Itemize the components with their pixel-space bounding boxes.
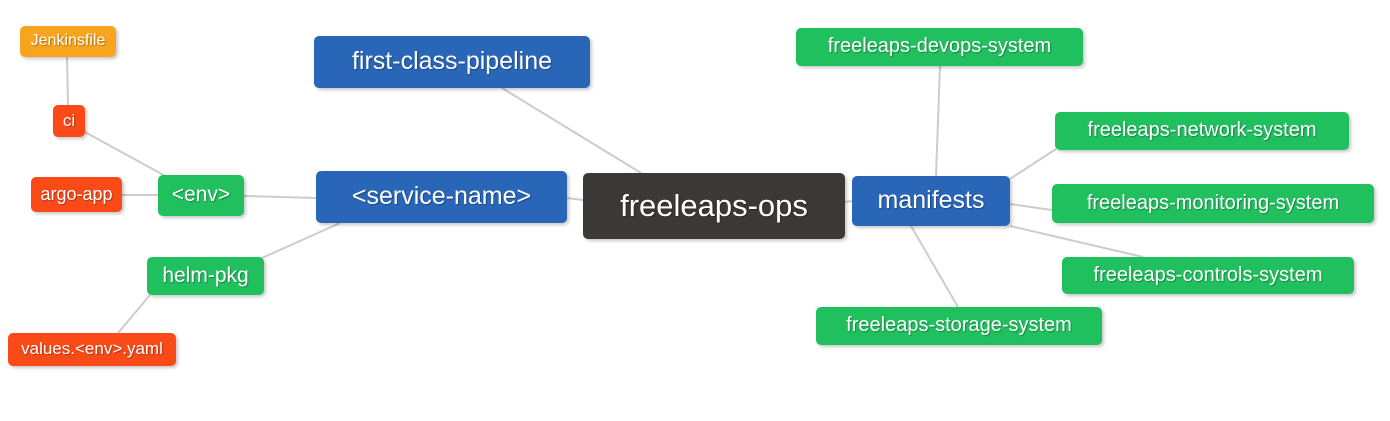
node-label: <env>	[171, 183, 231, 206]
node-label: <service-name>	[351, 181, 532, 210]
node-label: freeleaps-storage-system	[846, 314, 1072, 336]
node-label: ci	[62, 110, 76, 130]
node-freeleaps-controls-system[interactable]: freeleaps-controls-system	[1062, 257, 1354, 294]
node-jenkinsfile[interactable]: Jenkinsfile	[20, 26, 116, 57]
node-helm-pkg[interactable]: helm-pkg	[147, 257, 264, 295]
node-label: freeleaps-devops-system	[827, 35, 1052, 57]
node-label: freeleaps-network-system	[1087, 119, 1317, 141]
node-label: freeleaps-controls-system	[1093, 263, 1323, 286]
node-label: Jenkinsfile	[30, 31, 106, 49]
node-env[interactable]: <env>	[158, 175, 244, 216]
node-manifests[interactable]: manifests	[852, 176, 1010, 226]
node-service-name[interactable]: <service-name>	[316, 171, 567, 223]
node-argo-app[interactable]: argo-app	[31, 177, 122, 212]
node-freeleaps-storage-system[interactable]: freeleaps-storage-system	[816, 307, 1102, 345]
node-first-class-pipeline[interactable]: first-class-pipeline	[314, 36, 590, 88]
node-label: freeleaps-ops	[620, 187, 808, 223]
node-ci[interactable]: ci	[53, 105, 85, 137]
node-label: first-class-pipeline	[351, 46, 553, 75]
node-label: freeleaps-monitoring-system	[1086, 191, 1340, 214]
node-label: argo-app	[40, 183, 113, 204]
node-label: helm-pkg	[162, 263, 249, 287]
node-values-env-yaml[interactable]: values.<env>.yaml	[8, 333, 176, 366]
node-freeleaps-monitoring-system[interactable]: freeleaps-monitoring-system	[1052, 184, 1374, 223]
node-label: manifests	[877, 185, 985, 214]
node-freeleaps-network-system[interactable]: freeleaps-network-system	[1055, 112, 1349, 150]
node-label: values.<env>.yaml	[21, 339, 163, 358]
node-freeleaps-ops[interactable]: freeleaps-ops	[583, 173, 845, 239]
node-freeleaps-devops-system[interactable]: freeleaps-devops-system	[796, 28, 1083, 66]
